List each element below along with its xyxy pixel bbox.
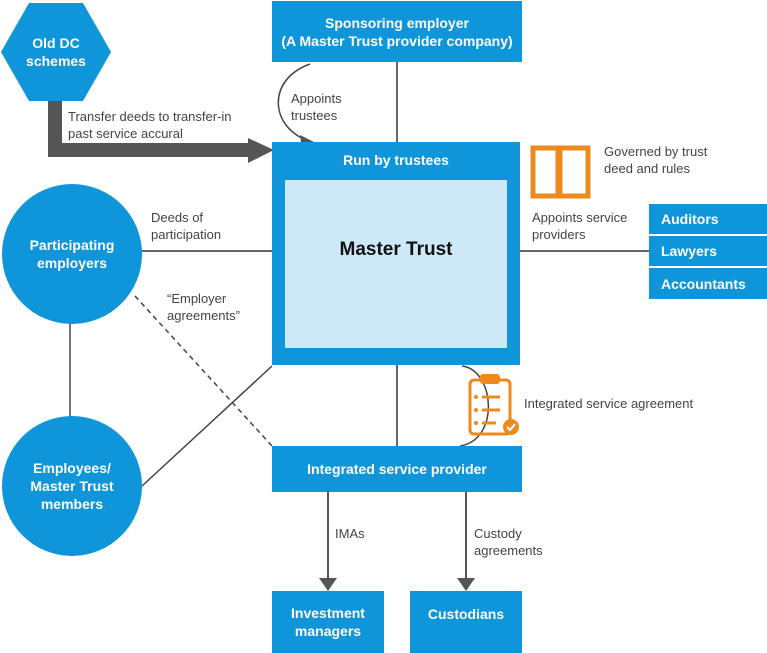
imas-arrowhead — [319, 578, 337, 591]
custody-label: Custody agreements — [474, 526, 543, 558]
custody-arrowhead — [457, 578, 475, 591]
integrated-service-provider: Integrated service provider — [272, 446, 522, 492]
deeds-label: Deeds of participation — [151, 210, 222, 242]
isa-bracket — [459, 365, 490, 447]
investment-managers: Investment managers — [272, 591, 384, 653]
employer-agreements-line — [134, 295, 273, 447]
transfer-arrow — [48, 95, 250, 157]
sponsoring-employer: Sponsoring employer (A Master Trust prov… — [272, 1, 522, 62]
members-line — [141, 365, 273, 487]
employer-agreements-label: “Employer agreements” — [167, 291, 240, 323]
clipboard-check-icon — [468, 374, 519, 436]
book-icon — [530, 145, 591, 199]
imas-label: IMAs — [335, 526, 365, 541]
transfer-label: Transfer deeds to transfer-in past servi… — [68, 109, 232, 141]
participating-employers: Participating employers — [2, 184, 142, 324]
master-trust-label: Master Trust — [339, 239, 453, 260]
old-dc-schemes: Old DC schemes — [14, 34, 98, 70]
auditors: Auditors — [649, 204, 767, 234]
appoints-trustees-arrow — [277, 63, 313, 143]
employees-members: Employees/ Master Trust members — [2, 416, 142, 556]
isa-label: Integrated service agreement — [524, 396, 694, 411]
appoints-service-providers-label: Appoints service providers — [532, 210, 628, 242]
master-trust-inner — [285, 180, 507, 348]
custodians: Custodians — [410, 591, 522, 653]
transfer-arrowhead — [248, 138, 274, 163]
lawyers: Lawyers — [649, 236, 767, 266]
accountants: Accountants — [649, 268, 767, 299]
appoints-trustees-label: Appoints trustees — [291, 91, 342, 123]
run-by-trustees-label: Run by trustees — [343, 152, 449, 168]
governed-label: Governed by trust deed and rules — [604, 144, 708, 176]
